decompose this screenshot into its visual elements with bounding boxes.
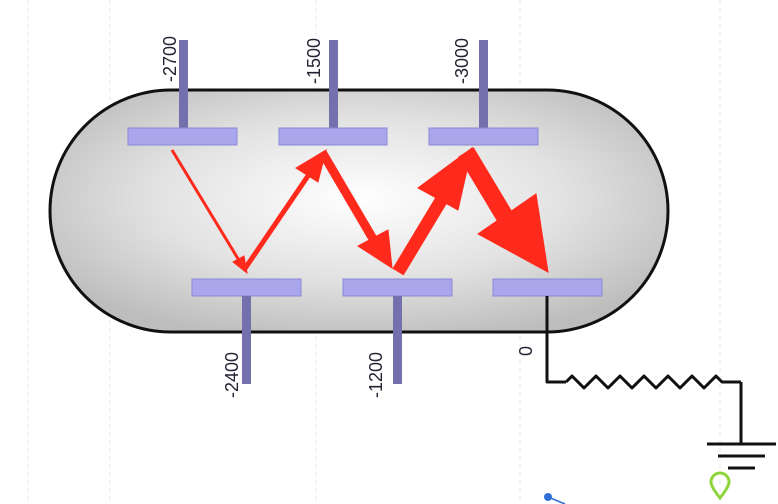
bottom-dynode-2-voltage: -1200	[366, 352, 386, 398]
bottom-dynodes	[191, 278, 603, 384]
bottom-dynode-2-lead	[393, 296, 402, 384]
bottom-dynode-1-plate	[191, 278, 302, 297]
top-dynode-2-voltage: -1500	[304, 38, 324, 84]
electron-arrow-5-head	[477, 193, 549, 273]
electron-arrow-1	[170, 149, 242, 263]
bottom-dynode-1-voltage: -2400	[222, 352, 242, 398]
ground-symbol	[707, 442, 776, 470]
electron-arrow-2	[241, 168, 315, 272]
top-dynode-3-lead	[479, 40, 488, 130]
location-pin-icon	[709, 471, 731, 501]
electron-arrow-3-head	[357, 229, 393, 269]
top-dynode-1-voltage: -2700	[160, 36, 180, 82]
top-dynode-1-plate	[127, 127, 238, 146]
top-dynode-2-plate	[278, 127, 388, 146]
top-dynodes	[127, 40, 539, 146]
anode-wire	[545, 296, 566, 384]
top-dynode-3-voltage: -3000	[452, 38, 472, 84]
resistor	[564, 374, 741, 390]
electron-arrow-5	[458, 147, 516, 227]
top-dynode-2-lead	[329, 40, 338, 130]
output-circuit	[545, 296, 776, 470]
top-dynode-3-plate	[428, 127, 539, 146]
electron-arrow-3	[318, 149, 380, 247]
top-dynode-1-lead	[179, 40, 188, 130]
bottom-dynode-1-lead	[242, 296, 251, 384]
electron-arrow-2-head	[295, 148, 327, 183]
bottom-dynode-3-plate	[492, 278, 603, 297]
bottom-dynode-3-voltage: 0	[516, 346, 536, 356]
pointer-handle-icon	[544, 493, 566, 504]
electron-arrow-4-head	[417, 146, 473, 211]
electron-cascade	[170, 146, 549, 276]
bottom-dynode-2-plate	[342, 278, 453, 297]
electron-arrow-4	[392, 190, 451, 276]
